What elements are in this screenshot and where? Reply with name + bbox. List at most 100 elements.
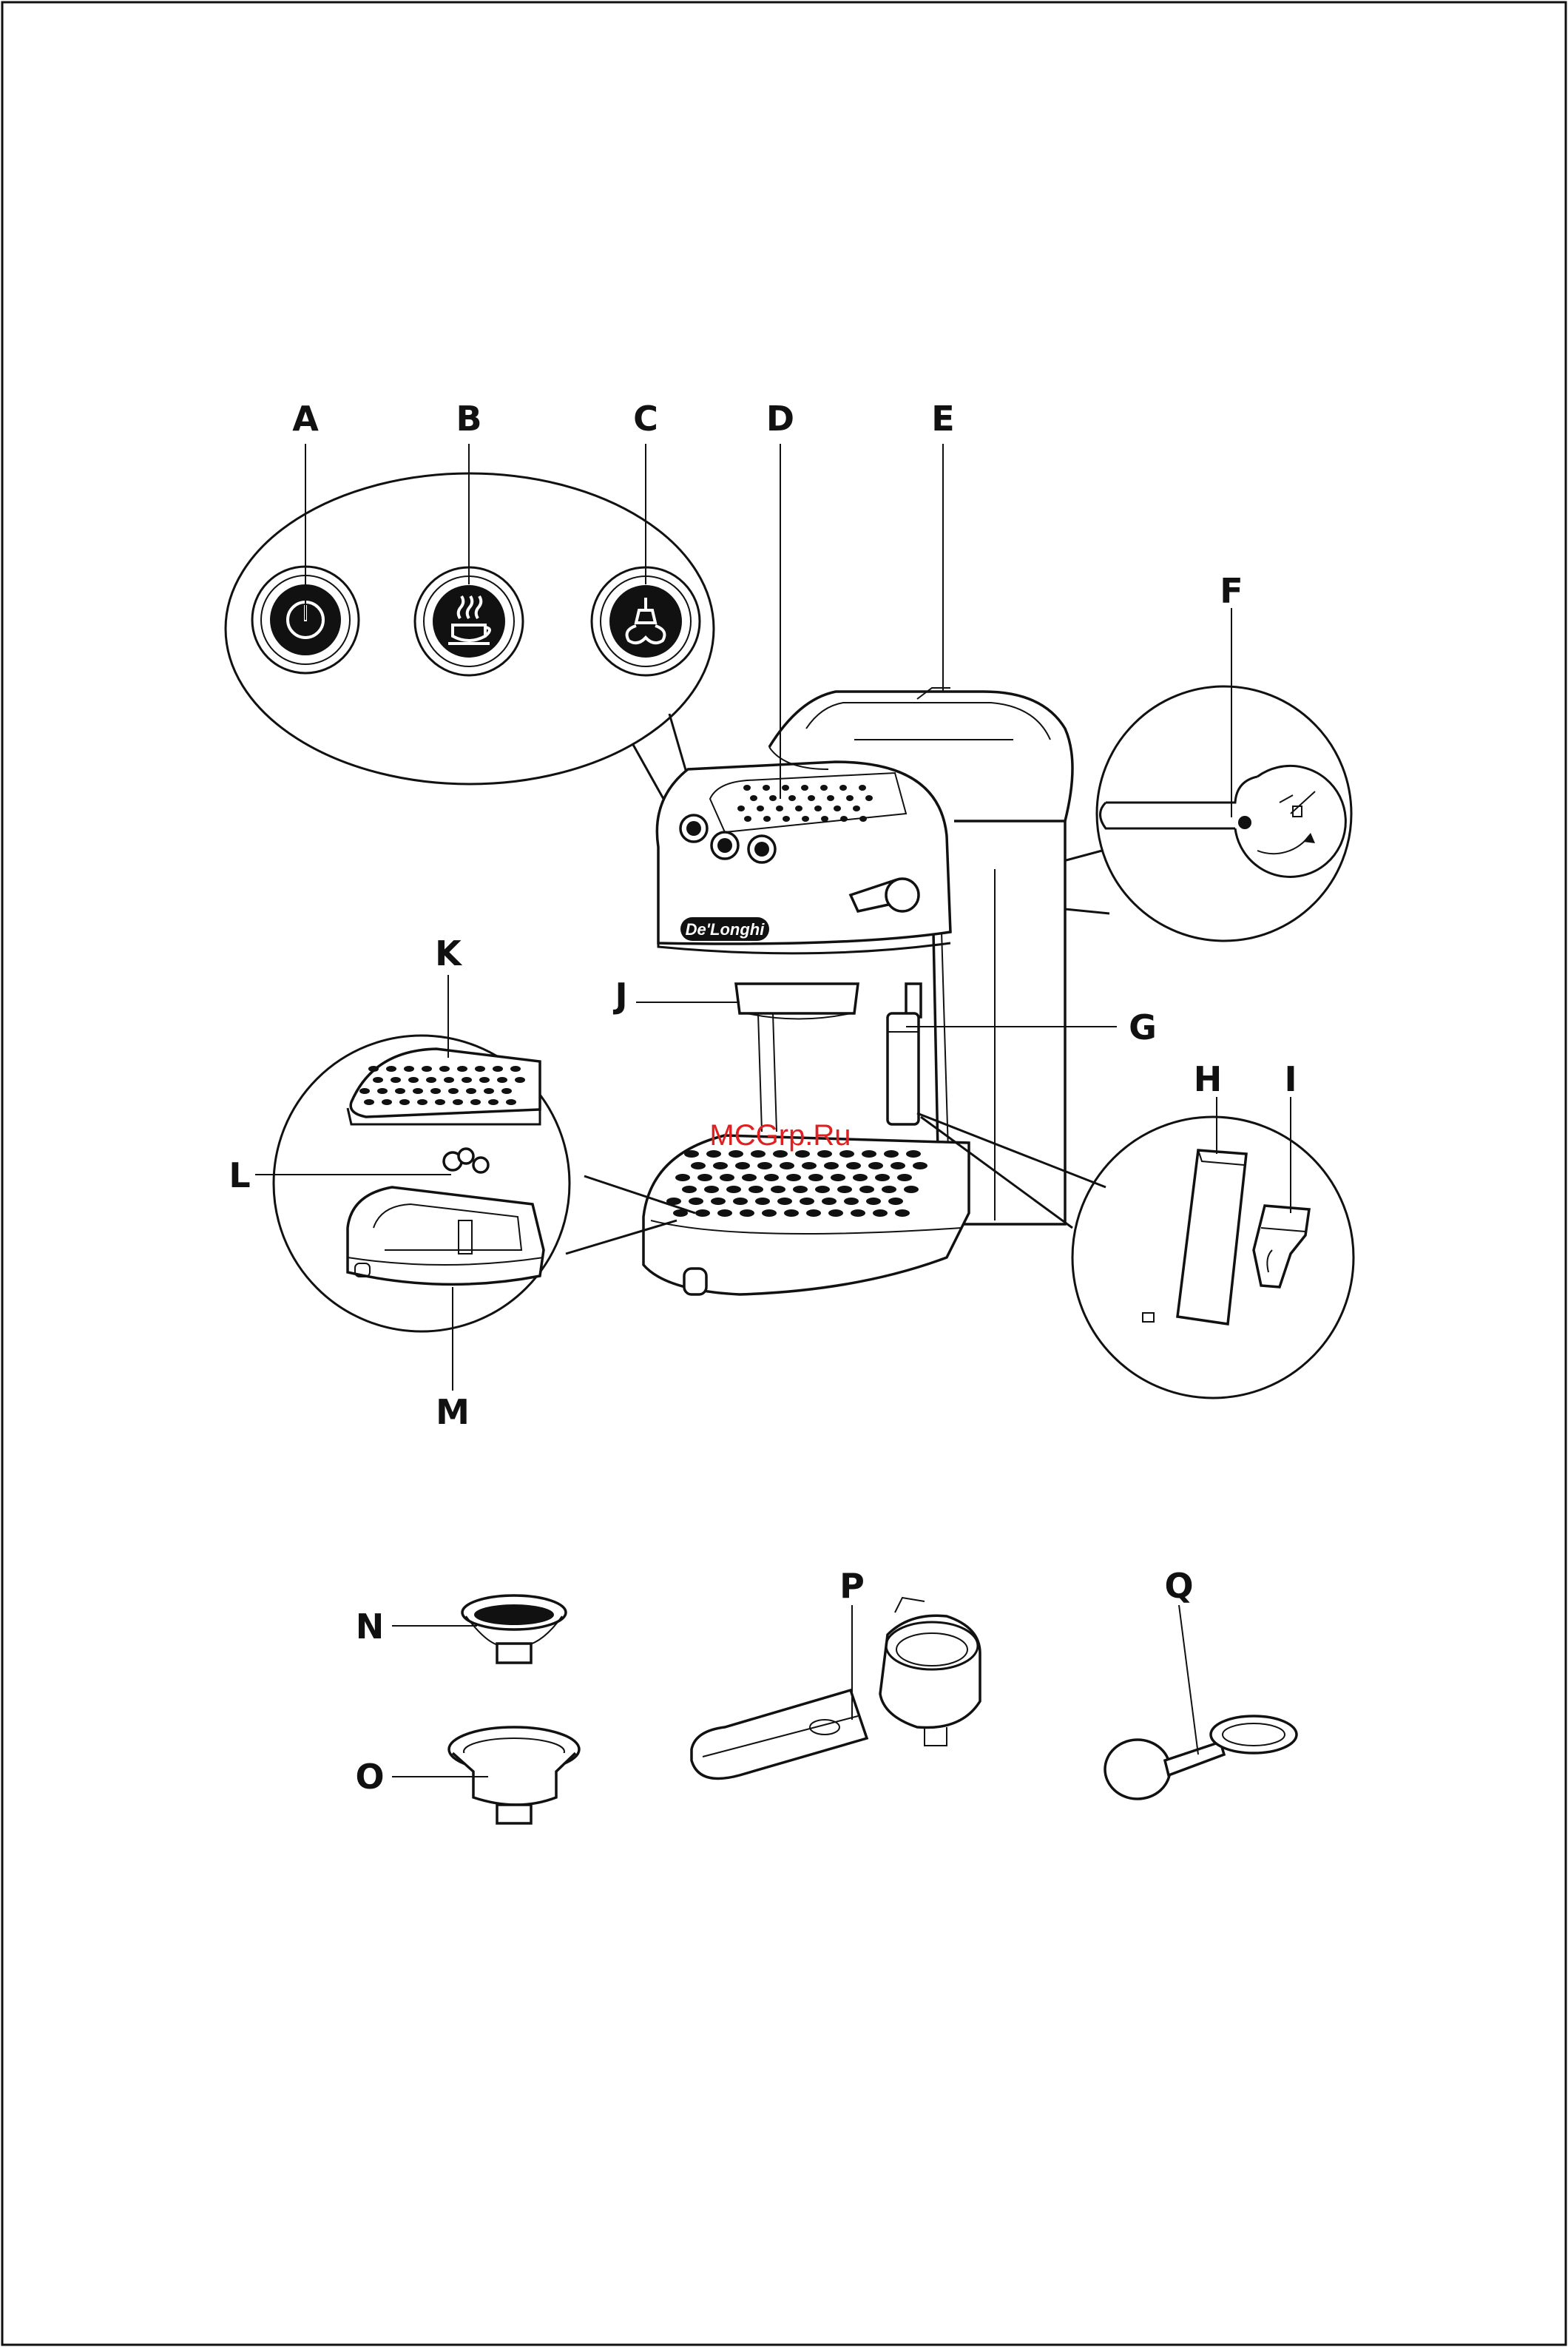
grate-hole	[691, 1162, 706, 1169]
grate-hole	[888, 1198, 903, 1205]
label-k: K	[435, 933, 463, 973]
filter-single	[462, 1595, 566, 1663]
grate-hole	[740, 1209, 754, 1217]
label-e: E	[931, 399, 954, 439]
grate-hole	[493, 1066, 503, 1072]
grate-hole	[713, 1162, 728, 1169]
grate-hole	[866, 1198, 881, 1205]
grate-hole	[906, 1150, 921, 1158]
grate-hole	[501, 1088, 512, 1094]
grate-hole	[882, 1186, 896, 1193]
grate-hole	[820, 785, 828, 791]
grate-hole	[720, 1174, 734, 1181]
grate-hole	[834, 806, 841, 811]
grate-hole	[395, 1088, 405, 1094]
grate-hole	[391, 1077, 401, 1083]
grate-hole	[404, 1066, 414, 1072]
grate-hole	[780, 1162, 794, 1169]
grate-hole	[851, 1209, 865, 1217]
grate-hole	[717, 1209, 732, 1217]
grate-hole	[737, 806, 745, 811]
grate-hole	[913, 1162, 927, 1169]
grate-hole	[506, 1099, 516, 1105]
grate-hole	[859, 785, 866, 791]
grate-hole	[839, 785, 847, 791]
grate-hole	[466, 1088, 476, 1094]
grate-hole	[359, 1088, 370, 1094]
grate-hole	[377, 1088, 388, 1094]
grate-hole	[786, 1174, 801, 1181]
grate-hole	[776, 806, 783, 811]
grate-hole	[510, 1066, 521, 1072]
grate-hole	[484, 1088, 494, 1094]
label-j: J	[612, 976, 627, 1016]
grate-hole	[771, 1186, 785, 1193]
grate-hole	[417, 1099, 428, 1105]
grate-hole	[382, 1099, 392, 1105]
grate-hole	[763, 816, 771, 822]
grate-hole	[515, 1077, 525, 1083]
grate-hole	[682, 1186, 697, 1193]
grate-hole	[865, 795, 873, 801]
grate-hole	[488, 1099, 499, 1105]
grate-hole	[426, 1077, 436, 1083]
grate-hole	[439, 1066, 450, 1072]
label-g: G	[1129, 1007, 1157, 1047]
label-a: A	[292, 399, 319, 439]
grate-hole	[684, 1150, 699, 1158]
grate-hole	[711, 1198, 726, 1205]
grate-hole	[408, 1077, 419, 1083]
grate-hole	[862, 1150, 876, 1158]
steam-wand	[888, 984, 921, 1124]
drip-tray-callout	[274, 1036, 695, 1331]
grate-hole	[824, 1162, 839, 1169]
grate-hole	[800, 1198, 814, 1205]
grate-hole	[868, 1162, 883, 1169]
measuring-scoop	[1105, 1716, 1297, 1799]
grate-hole	[846, 1162, 861, 1169]
grate-hole	[777, 1198, 792, 1205]
grate-hole	[675, 1174, 690, 1181]
grate-hole	[828, 1209, 843, 1217]
grate-hole	[814, 806, 822, 811]
grate-hole	[453, 1099, 463, 1105]
grate-hole	[697, 1174, 712, 1181]
grate-hole	[827, 795, 834, 801]
grate-hole	[897, 1174, 912, 1181]
grate-hole	[784, 1209, 799, 1217]
grate-hole	[859, 816, 867, 822]
grate-hole	[757, 1162, 772, 1169]
grate-hole	[782, 785, 789, 791]
grate-hole	[815, 1186, 830, 1193]
steam-dial-icon	[1238, 791, 1315, 854]
grate-hole	[457, 1066, 467, 1072]
grate-hole	[904, 1186, 919, 1193]
label-q: Q	[1164, 1566, 1193, 1606]
grate-hole	[744, 816, 751, 822]
grate-hole	[733, 1198, 748, 1205]
grate-hole	[763, 785, 770, 791]
grate-hole	[462, 1077, 472, 1083]
grate-hole	[802, 1162, 817, 1169]
grate-hole	[769, 795, 777, 801]
grate-hole	[742, 1174, 757, 1181]
grate-hole	[895, 1209, 910, 1217]
grate-hole	[837, 1186, 852, 1193]
grate-hole	[822, 1198, 837, 1205]
drip-tray	[643, 1135, 969, 1294]
grate-hole	[831, 1174, 845, 1181]
brand-logo: De'Longhi	[680, 917, 769, 941]
label-p: P	[839, 1566, 865, 1606]
grate-hole	[757, 806, 764, 811]
grate-hole	[373, 1077, 383, 1083]
grate-hole	[873, 1209, 888, 1217]
grate-hole	[891, 1162, 905, 1169]
label-f: F	[1220, 571, 1243, 611]
grate-hole	[695, 1209, 710, 1217]
grate-hole	[470, 1099, 481, 1105]
grate-hole	[386, 1066, 396, 1072]
steam-wand-sleeve	[1143, 1150, 1246, 1324]
grate-hole	[689, 1198, 703, 1205]
grate-hole	[853, 806, 860, 811]
grate-hole	[364, 1099, 374, 1105]
